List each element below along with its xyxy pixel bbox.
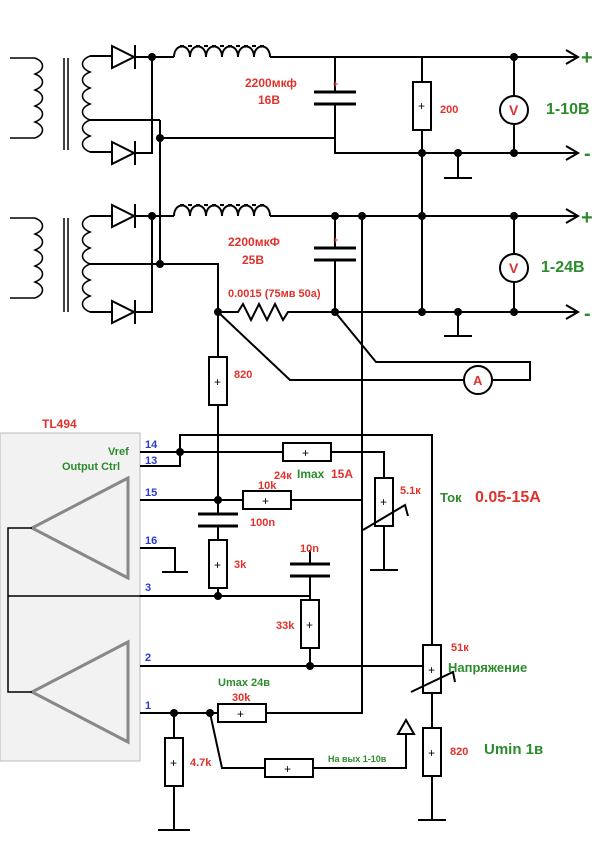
resistor-feedback	[264, 758, 314, 778]
ground-symbol-2	[444, 312, 472, 337]
output-probe-arrow	[396, 717, 416, 735]
terminal-plus-2	[560, 208, 580, 224]
ground-pin-16	[140, 547, 188, 573]
tl494-chip-body	[0, 432, 141, 762]
transformer-1	[10, 55, 93, 153]
r10k-label: 10k	[258, 480, 277, 492]
plus-1-label: +	[581, 47, 593, 69]
svg-text:+: +	[262, 494, 269, 508]
shunt-label: 0.0015 (75мв 50а)	[228, 288, 321, 300]
pin-16: 16	[145, 535, 157, 547]
pin-13: 13	[145, 455, 157, 467]
current-range-label: 0.05-15А	[475, 489, 541, 506]
inductor-1	[173, 45, 271, 58]
c100n-label: 100n	[250, 517, 275, 529]
error-amp-1-triangle	[28, 475, 130, 581]
umax-label: Umax 24в	[218, 677, 270, 689]
svg-text:+: +	[333, 79, 338, 89]
svg-text:+: +	[428, 746, 435, 760]
output-ctrl-label: Output Ctrl	[62, 461, 120, 473]
imax-value: 15А	[331, 467, 353, 481]
svg-text:+: +	[214, 375, 221, 389]
svg-text:+: +	[214, 558, 221, 572]
umin-label: Umin 1в	[484, 741, 543, 758]
ground-symbol-1	[444, 153, 472, 179]
svg-text:+: +	[237, 707, 244, 721]
vref-label: Vref	[108, 446, 129, 458]
error-amp-2-triangle	[28, 639, 130, 745]
resistor-30k	[217, 703, 267, 723]
pin-15: 15	[145, 487, 157, 499]
range-2-label: 1-24В	[541, 259, 585, 276]
svg-text:+: +	[418, 99, 425, 113]
diode-1b	[111, 140, 137, 166]
diode-2a	[111, 203, 137, 229]
imax-label: Imax	[297, 467, 325, 481]
r24k-label: 24к	[274, 470, 292, 482]
r820-bottom-label: 820	[450, 746, 468, 758]
r5-1k-label: 5.1к	[400, 485, 421, 497]
diode-2b	[111, 299, 137, 325]
plus-2-label: +	[581, 207, 593, 229]
res200-label: 200	[440, 104, 458, 116]
chip-name: TL494	[42, 417, 77, 431]
terminal-minus-2	[560, 304, 580, 320]
cap1-voltage: 16В	[258, 93, 280, 107]
svg-text:+: +	[302, 446, 309, 460]
ammeter	[463, 365, 493, 395]
r3k-label: 3k	[234, 559, 247, 571]
output-note-label: На вых 1-10в	[328, 754, 387, 764]
minus-2-label: -	[584, 303, 591, 325]
svg-text:+: +	[306, 618, 313, 632]
r33k-label: 33k	[276, 620, 295, 632]
c10n-label: 10n	[300, 543, 319, 555]
inductor-2	[173, 204, 271, 217]
pin-1: 1	[145, 700, 151, 712]
svg-text:+: +	[380, 495, 387, 509]
range-1-label: 1-10В	[546, 101, 590, 118]
ammeter-label: A	[473, 373, 483, 388]
minus-1-label: -	[584, 143, 591, 165]
pin-2: 2	[145, 652, 151, 664]
resistor-820-top	[208, 356, 228, 406]
cap2-label: 2200мкФ	[228, 235, 280, 249]
diode-1a	[111, 44, 137, 70]
shunt-resistor	[218, 301, 560, 323]
svg-text:+: +	[428, 663, 435, 677]
pin-14: 14	[145, 439, 158, 451]
terminal-minus-1	[560, 145, 580, 161]
svg-text:+: +	[284, 762, 291, 776]
cap2-voltage: 25В	[242, 253, 264, 267]
cap1-label: 2200мкф	[245, 76, 297, 90]
r30k-label: 30k	[232, 692, 251, 704]
pin-3: 3	[145, 582, 151, 594]
voltage-label: Напряжение	[448, 660, 527, 675]
voltmeter-1	[499, 95, 529, 125]
amp-output-wiring	[7, 527, 140, 693]
voltmeter-2-label: V	[509, 260, 519, 276]
resistor-200	[412, 81, 432, 131]
voltmeter-2	[499, 253, 529, 283]
voltmeter-1-label: V	[509, 102, 519, 118]
r820-top-label: 820	[234, 369, 252, 381]
resistor-10k	[242, 490, 292, 510]
current-label: Ток	[440, 490, 462, 505]
r51k-label: 51к	[451, 642, 469, 654]
resistor-24k	[282, 442, 332, 462]
svg-text:+: +	[170, 756, 177, 770]
r4-7k-label: 4.7k	[190, 757, 212, 769]
terminal-plus-1	[560, 49, 580, 65]
transformer-2	[10, 215, 93, 313]
svg-text:+: +	[333, 235, 338, 245]
